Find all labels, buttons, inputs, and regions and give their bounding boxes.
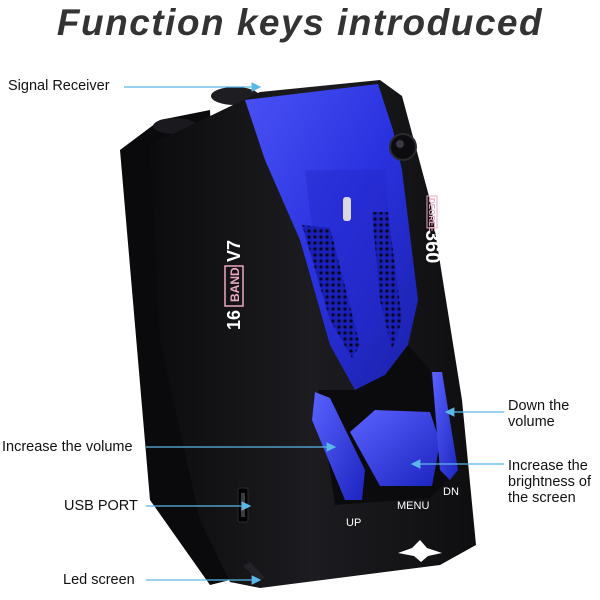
band-word-text: BAND xyxy=(228,267,242,302)
led-indicator xyxy=(343,197,351,221)
increase-brightness-label: Increase the brightness of the screen xyxy=(508,458,592,506)
degree-brand: DEGREE 360 xyxy=(421,195,443,263)
led-screen-label: Led screen xyxy=(63,572,135,588)
brand-logo-icon xyxy=(398,540,442,562)
left-speaker-grille xyxy=(302,225,360,358)
page-title: Function keys introduced xyxy=(56,2,544,43)
band-number-text: 16 xyxy=(224,310,244,330)
dn-button-label: DN xyxy=(443,486,459,498)
menu-button-label: MENU xyxy=(397,500,429,512)
increase-volume-label: Increase the volume xyxy=(2,439,133,455)
up-button-label: UP xyxy=(346,517,361,529)
band-brand: 16 BAND V7 xyxy=(224,240,244,330)
down-button[interactable] xyxy=(432,372,458,480)
signal-receiver-label: Signal Receiver xyxy=(8,78,110,94)
degree-text: 360 xyxy=(421,230,443,263)
degree-small-text: DEGREE xyxy=(427,198,436,232)
model-text: V7 xyxy=(224,240,244,262)
down-volume-label: Down the volume xyxy=(508,398,570,430)
power-knob xyxy=(389,133,417,161)
up-button[interactable] xyxy=(312,392,365,500)
usb-port-label: USB PORT xyxy=(64,498,138,514)
right-speaker-grille xyxy=(372,212,402,350)
